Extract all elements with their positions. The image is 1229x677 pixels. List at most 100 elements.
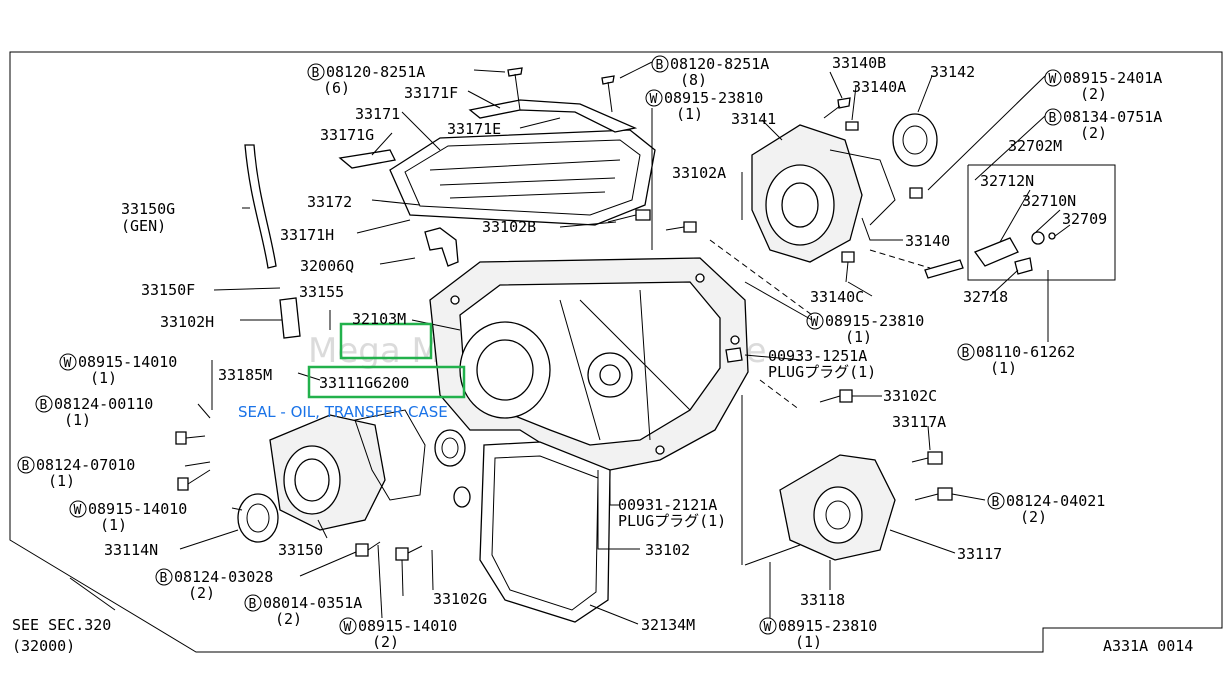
- callout-33102a[interactable]: 33102A: [672, 164, 726, 182]
- callout-part-number[interactable]: 32718: [963, 288, 1008, 306]
- callout-33150[interactable]: 33150: [278, 541, 323, 559]
- callout-33102[interactable]: 33102: [645, 541, 690, 559]
- callout-32702m[interactable]: 32702M: [1008, 137, 1062, 155]
- callout-32134m[interactable]: 32134M: [641, 616, 695, 634]
- callout-part-number[interactable]: 33172: [307, 193, 352, 211]
- callout-part-number[interactable]: 33140B: [832, 54, 886, 72]
- callout-part-number[interactable]: 33140C: [810, 288, 864, 306]
- callout-part-number[interactable]: 32712N: [980, 172, 1034, 190]
- callout-33114n[interactable]: 33114N: [104, 541, 158, 559]
- callout-part-number[interactable]: 08915-14010: [78, 353, 177, 371]
- callout-part-number[interactable]: 08124-04021: [1006, 492, 1105, 510]
- callout-32103m[interactable]: 32103M: [352, 310, 406, 328]
- callout-part-number[interactable]: 32709: [1062, 210, 1107, 228]
- callout-part-number[interactable]: 33102H: [160, 313, 214, 331]
- callout-part-number[interactable]: 33117: [957, 545, 1002, 563]
- highlight-description[interactable]: SEAL - OIL, TRANSFER CASE: [238, 403, 448, 421]
- callout-part-number[interactable]: 33117A: [892, 413, 946, 431]
- highlight-part-number[interactable]: 33111G6200: [319, 374, 409, 392]
- callout-33140b[interactable]: 33140B: [832, 54, 886, 72]
- callout-part-number[interactable]: 08134-0751A: [1063, 108, 1162, 126]
- callout-part-number[interactable]: 00931-2121A: [618, 496, 717, 514]
- callout-32712n[interactable]: 32712N: [980, 172, 1034, 190]
- callout-part-number[interactable]: 33140: [905, 232, 950, 250]
- callout-33171h[interactable]: 33171H: [280, 226, 334, 244]
- callout-part-number[interactable]: 33185M: [218, 366, 272, 384]
- callout-part-number[interactable]: 33102G: [433, 590, 487, 608]
- callout-part-number[interactable]: 33171F: [404, 84, 458, 102]
- callout-part-number[interactable]: 00933-1251A: [768, 347, 867, 365]
- callout-part-number[interactable]: 08915-14010: [88, 500, 187, 518]
- callout-32709[interactable]: 32709: [1062, 210, 1107, 228]
- callout-33140c[interactable]: 33140C: [810, 288, 864, 306]
- callout-part-number[interactable]: 33155: [299, 283, 344, 301]
- callout-part-number[interactable]: 32006Q: [300, 257, 354, 275]
- callout-33172[interactable]: 33172: [307, 193, 352, 211]
- callout-33141[interactable]: 33141: [731, 110, 776, 128]
- callout-33102g[interactable]: 33102G: [433, 590, 487, 608]
- callout-part-number[interactable]: 08915-2401A: [1063, 69, 1162, 87]
- callout-part-number[interactable]: 33142: [930, 63, 975, 81]
- callout-part-number[interactable]: 33141: [731, 110, 776, 128]
- callout-part-number[interactable]: 08120-8251A: [670, 55, 769, 73]
- callout-part-number[interactable]: 08915-23810: [825, 312, 924, 330]
- callout-33142[interactable]: 33142: [930, 63, 975, 81]
- callout-part-number[interactable]: 08124-07010: [36, 456, 135, 474]
- callout-part-number[interactable]: 33150F: [141, 281, 195, 299]
- callout-33185m[interactable]: 33185M: [218, 366, 272, 384]
- callout-33102c[interactable]: 33102C: [883, 387, 937, 405]
- callout-part-number[interactable]: 08124-03028: [174, 568, 273, 586]
- callout-33150f[interactable]: 33150F: [141, 281, 195, 299]
- callout-part-number[interactable]: 33150G: [121, 200, 175, 218]
- callout-part-number[interactable]: 08014-0351A: [263, 594, 362, 612]
- callout-33117[interactable]: 33117: [957, 545, 1002, 563]
- callout-part-number[interactable]: 32103M: [352, 310, 406, 328]
- callout-part-number[interactable]: 33118: [800, 591, 845, 609]
- callout-part-number[interactable]: 08915-14010: [358, 617, 457, 635]
- highlight-box-33111g6200[interactable]: [307, 365, 466, 399]
- highlight-box-33114[interactable]: [339, 322, 433, 360]
- callout-33117a[interactable]: 33117A: [892, 413, 946, 431]
- callout-part-number[interactable]: 33171G: [320, 126, 374, 144]
- callout-part-number[interactable]: 33102: [645, 541, 690, 559]
- callout-32710n[interactable]: 32710N: [1022, 192, 1076, 210]
- callout-part-number[interactable]: 08915-23810: [664, 89, 763, 107]
- callout-33102b[interactable]: 33102B: [482, 218, 536, 236]
- callout-part-number[interactable]: 33150: [278, 541, 323, 559]
- callout-part-number[interactable]: 08120-8251A: [326, 63, 425, 81]
- callout-33118[interactable]: 33118: [800, 591, 845, 609]
- callout-32006q[interactable]: 32006Q: [300, 257, 354, 275]
- callout-part-number[interactable]: 33171H: [280, 226, 334, 244]
- callout-part-number[interactable]: 08915-23810: [778, 617, 877, 635]
- callout-33171g[interactable]: 33171G: [320, 126, 374, 144]
- callout-33140a[interactable]: 33140A: [852, 78, 906, 96]
- callout-33171e[interactable]: 33171E: [447, 120, 501, 138]
- callout-part-number[interactable]: 33102A: [672, 164, 726, 182]
- callout-part-number[interactable]: 08110-61262: [976, 343, 1075, 361]
- callout-part-number[interactable]: 33171: [355, 105, 400, 123]
- callout-33150g[interactable]: 33150G(GEN): [121, 200, 175, 235]
- callout-part-number[interactable]: 32710N: [1022, 192, 1076, 210]
- callout-part-number[interactable]: 33171E: [447, 120, 501, 138]
- callout-33140[interactable]: 33140: [905, 232, 950, 250]
- callout-33155[interactable]: 33155: [299, 283, 344, 301]
- callout-part-number[interactable]: 32702M: [1008, 137, 1062, 155]
